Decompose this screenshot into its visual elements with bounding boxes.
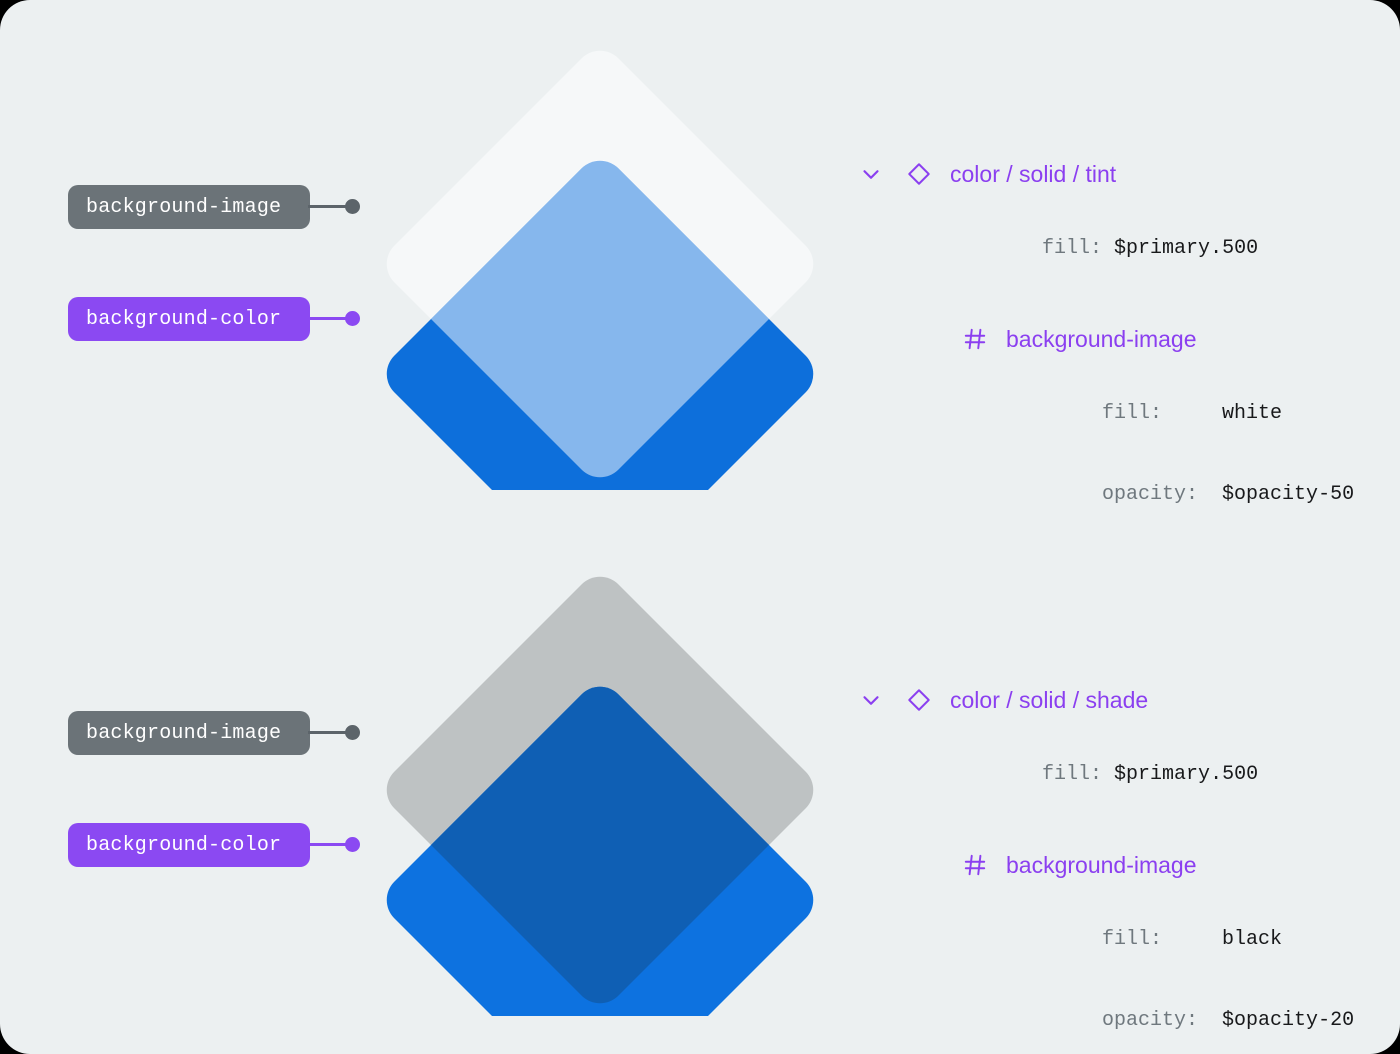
token-panel-header-tint[interactable]: color / solid / tint [858, 160, 1354, 188]
property-value: white [1222, 402, 1283, 425]
connector-line-background-color-shade [308, 843, 356, 846]
property-key: opacity: [1102, 483, 1199, 506]
child-token-header-tint[interactable]: background-image [962, 325, 1354, 353]
child-token-properties-tint: fill: white opacity: $opacity-50 [1006, 373, 1354, 535]
property-value: black [1222, 928, 1283, 951]
token-title-tint: color / solid / tint [950, 160, 1117, 187]
label-pill-background-image-tint[interactable]: background-image [68, 185, 310, 229]
diamond-icon [908, 689, 930, 711]
connector-line-background-image-shade [308, 731, 356, 734]
child-token-header-shade[interactable]: background-image [962, 851, 1354, 879]
token-title-shade: color / solid / shade [950, 686, 1149, 713]
token-properties-shade: fill: $primary.500 [946, 734, 1354, 815]
tint-overlap-region [386, 159, 814, 478]
property-row: opacity: $opacity-20 [1006, 980, 1354, 1054]
connector-dot-purple [345, 311, 360, 326]
hash-icon [964, 854, 986, 876]
connector-dot-purple [345, 837, 360, 852]
label-pill-background-color-shade[interactable]: background-color [68, 823, 310, 867]
diamond-icon [908, 163, 930, 185]
label-pill-background-color-tint[interactable]: background-color [68, 297, 310, 341]
property-row: fill: black [1006, 899, 1354, 980]
child-token-title-shade: background-image [1006, 851, 1197, 878]
property-value: $primary.500 [1114, 763, 1259, 786]
property-row: fill: $primary.500 [946, 734, 1354, 815]
layer-stack-tint [370, 50, 830, 490]
property-key: fill: [1042, 763, 1103, 786]
connector-dot-grey [345, 725, 360, 740]
token-panel-tint: color / solid / tint fill: $primary.500 … [858, 160, 1354, 535]
token-properties-tint: fill: $primary.500 [946, 208, 1354, 289]
shade-overlap-region [386, 686, 814, 1004]
connector-line-background-image-tint [308, 205, 356, 208]
connector-line-background-color-tint [308, 317, 356, 320]
child-token-properties-shade: fill: black opacity: $opacity-20 [1006, 899, 1354, 1054]
layer-stack-shade [370, 576, 830, 1016]
token-panel-header-shade[interactable]: color / solid / shade [858, 686, 1354, 714]
property-key: fill: [1102, 928, 1199, 951]
property-value: $opacity-50 [1222, 483, 1355, 506]
property-key: fill: [1102, 402, 1199, 425]
property-row: opacity: $opacity-50 [1006, 454, 1354, 535]
property-row: fill: $primary.500 [946, 208, 1354, 289]
property-row: fill: white [1006, 373, 1354, 454]
property-key: fill: [1042, 237, 1103, 260]
chevron-down-icon[interactable] [858, 161, 884, 187]
property-value: $primary.500 [1114, 237, 1259, 260]
property-value: $opacity-20 [1222, 1009, 1355, 1032]
connector-dot-grey [345, 199, 360, 214]
child-token-title-tint: background-image [1006, 325, 1197, 352]
property-key: opacity: [1102, 1009, 1199, 1032]
chevron-down-icon[interactable] [858, 687, 884, 713]
label-pill-background-image-shade[interactable]: background-image [68, 711, 310, 755]
hash-icon [964, 328, 986, 350]
token-panel-shade: color / solid / shade fill: $primary.500… [858, 686, 1354, 1054]
